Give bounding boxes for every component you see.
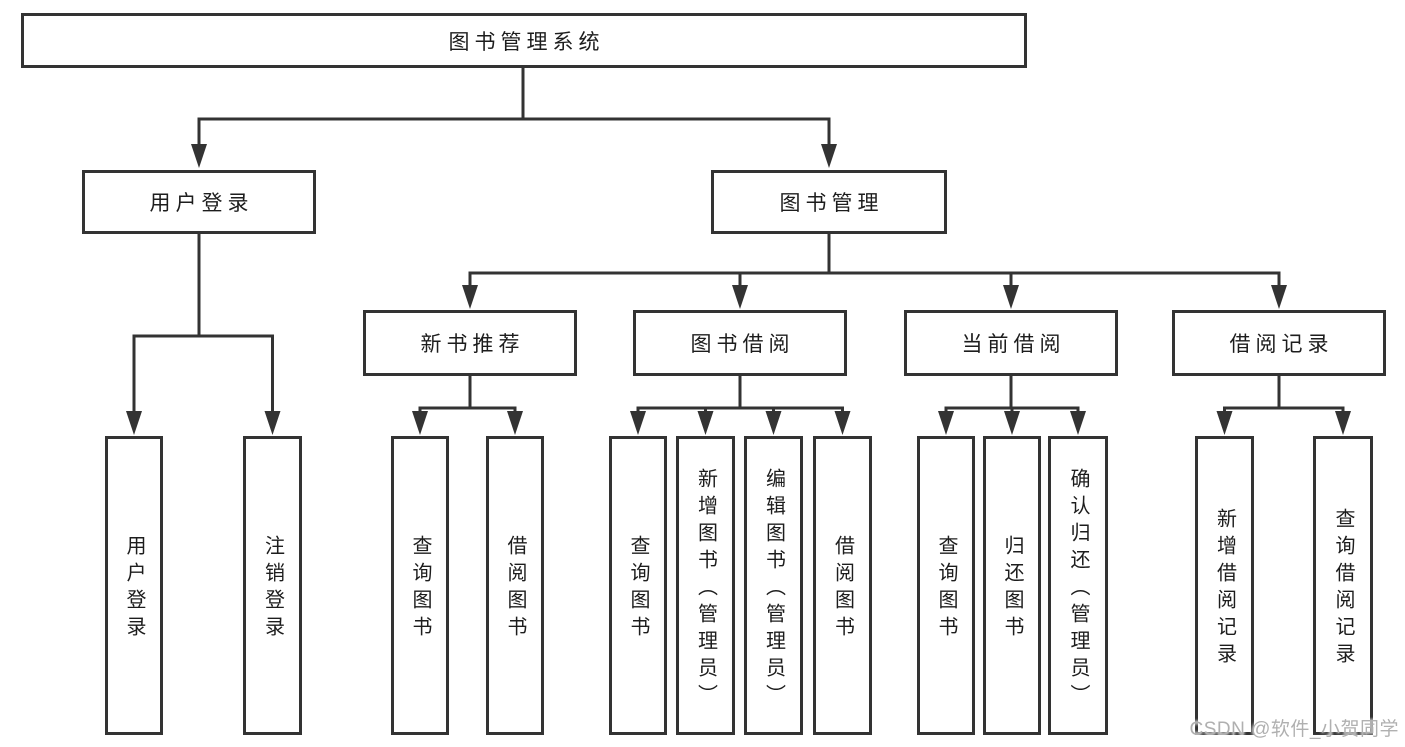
- leaf-label: 查询图书: [409, 535, 431, 643]
- node-book-management: 图书管理: [711, 170, 947, 234]
- node-label: 用户登录: [149, 192, 254, 215]
- arrow-down-icon: [697, 411, 714, 435]
- leaf-label: 编辑图书（管理员）: [762, 467, 785, 711]
- node-root: 图书管理系统: [21, 13, 1027, 68]
- arrow-down-icon: [821, 144, 837, 168]
- arrow-down-icon: [1070, 411, 1086, 435]
- leaf-query-book-borrow: 查询图书: [609, 436, 667, 735]
- leaf-borrow-book-recommend: 借阅图书: [486, 436, 544, 735]
- leaf-label: 用户登录: [123, 535, 145, 643]
- leaf-label: 确认归还（管理员）: [1067, 467, 1089, 711]
- arrow-down-icon: [1004, 411, 1020, 435]
- leaf-add-borrow-record: 新增借阅记录: [1195, 436, 1254, 735]
- leaf-query-book-current: 查询图书: [917, 436, 975, 735]
- arrow-down-icon: [938, 411, 954, 435]
- leaf-label: 查询借阅记录: [1332, 508, 1354, 670]
- leaf-label: 新增借阅记录: [1213, 508, 1236, 670]
- arrow-down-icon: [765, 411, 782, 435]
- arrow-down-icon: [1003, 285, 1019, 309]
- arrow-down-icon: [126, 411, 142, 435]
- leaf-label: 借阅图书: [504, 535, 526, 643]
- leaf-query-borrow-record: 查询借阅记录: [1313, 436, 1373, 735]
- leaf-label: 归还图书: [1001, 535, 1023, 643]
- leaf-confirm-return-admin: 确认归还（管理员）: [1048, 436, 1108, 735]
- arrow-down-icon: [1335, 411, 1351, 435]
- leaf-label: 查询图书: [627, 535, 649, 643]
- node-book-borrow: 图书借阅: [633, 310, 847, 376]
- arrow-down-icon: [462, 285, 478, 309]
- leaf-label: 查询图书: [935, 535, 957, 643]
- node-label: 借阅记录: [1229, 333, 1334, 356]
- leaf-label: 新增图书（管理员）: [694, 467, 717, 711]
- node-new-book-recommend: 新书推荐: [363, 310, 577, 376]
- leaf-return-book: 归还图书: [983, 436, 1041, 735]
- leaf-borrow-book: 借阅图书: [813, 436, 872, 735]
- arrow-down-icon: [412, 411, 428, 435]
- leaf-query-book-recommend: 查询图书: [391, 436, 449, 735]
- arrow-down-icon: [834, 411, 851, 435]
- csdn-watermark: CSDN @软件_小贺同学: [1189, 719, 1399, 740]
- arrow-down-icon: [507, 411, 523, 435]
- arrow-down-icon: [264, 411, 281, 435]
- arrow-down-icon: [1271, 285, 1287, 309]
- leaf-label: 借阅图书: [831, 535, 854, 643]
- node-label: 图书管理系统: [448, 30, 605, 54]
- leaf-edit-book-admin: 编辑图书（管理员）: [744, 436, 803, 735]
- node-label: 图书借阅: [690, 333, 795, 356]
- arrow-down-icon: [191, 144, 207, 168]
- leaf-label: 注销登录: [261, 535, 284, 643]
- node-user-login: 用户登录: [82, 170, 316, 234]
- node-label: 当前借阅: [961, 333, 1066, 356]
- node-current-borrow: 当前借阅: [904, 310, 1118, 376]
- node-label: 图书管理: [779, 192, 884, 215]
- arrow-down-icon: [630, 411, 646, 435]
- node-borrow-records: 借阅记录: [1172, 310, 1386, 376]
- leaf-logout-login: 注销登录: [243, 436, 302, 735]
- arrow-down-icon: [732, 285, 748, 309]
- arrow-down-icon: [1216, 411, 1233, 435]
- leaf-add-book-admin: 新增图书（管理员）: [676, 436, 735, 735]
- node-label: 新书推荐: [420, 333, 525, 356]
- leaf-user-login: 用户登录: [105, 436, 163, 735]
